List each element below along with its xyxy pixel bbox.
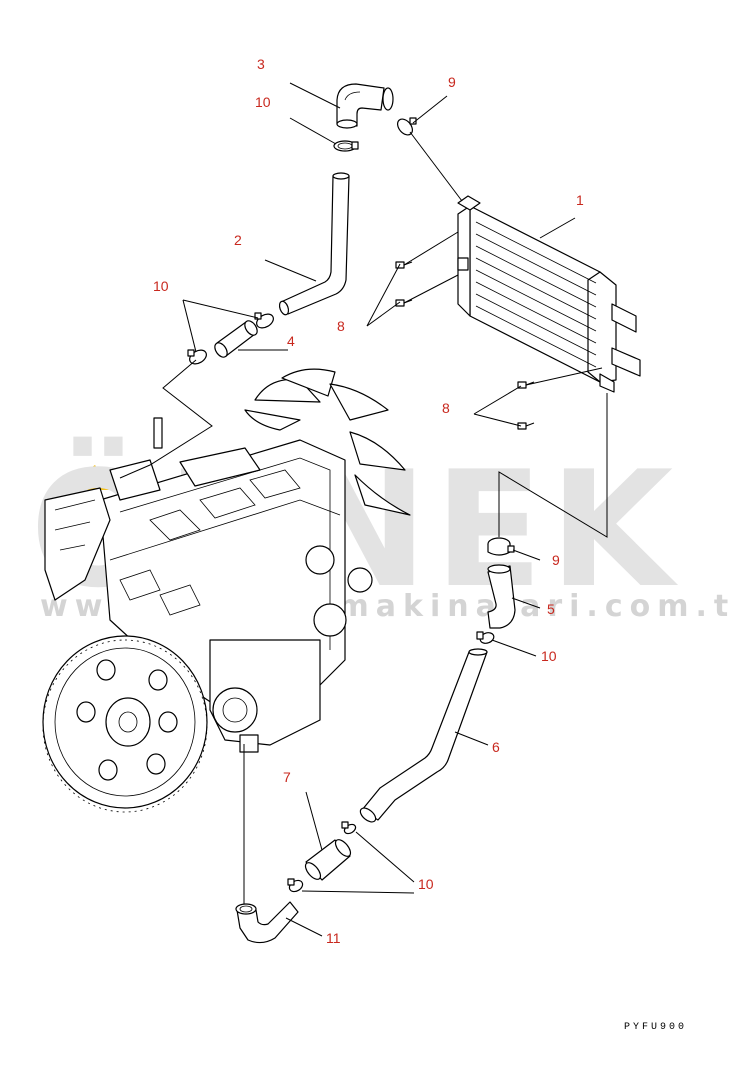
- watermark-logo-accent: [60, 465, 110, 490]
- callout-6: 6: [492, 739, 500, 755]
- callout-10-top: 10: [255, 94, 271, 110]
- callout-10-right: 10: [541, 648, 557, 664]
- callout-1: 1: [576, 192, 584, 208]
- callout-9-lower: 9: [552, 552, 560, 568]
- part-1-intercooler: [457, 195, 641, 393]
- callout-2: 2: [234, 232, 242, 248]
- part-4-short-hose: [214, 320, 258, 358]
- clamp-10-part4-bottom: [187, 349, 207, 365]
- part-2-upper-pipe: [278, 172, 350, 316]
- callout-3: 3: [257, 56, 265, 72]
- callout-9-upper: 9: [448, 74, 456, 90]
- drawing-code: PYFU900: [624, 1022, 687, 1033]
- part-11-lower-elbow: [235, 901, 299, 944]
- clamp-10-part4-top: [254, 312, 274, 329]
- leader-lines: [119, 82, 608, 937]
- callout-4: 4: [287, 333, 295, 349]
- callout-7: 7: [283, 769, 291, 785]
- clamp-10-part7: [287, 878, 304, 893]
- callout-8-lower: 8: [442, 400, 450, 416]
- part-6-lower-pipe: [359, 648, 488, 823]
- callout-10-bottom: 10: [418, 876, 434, 892]
- engine-assembly: [42, 368, 411, 813]
- callout-10-mid: 10: [153, 278, 169, 294]
- part-5-small-hose: [487, 564, 516, 629]
- callout-11: 11: [326, 930, 341, 946]
- bolt-8-d: [517, 422, 535, 430]
- part-3-upper-elbow-hose: [336, 83, 394, 129]
- callout-5: 5: [547, 601, 555, 617]
- clamp-9-lower: [487, 537, 515, 556]
- clamp-9-upper: [397, 117, 417, 136]
- clamp-10-upper: [333, 140, 359, 152]
- clamp-10-part6: [341, 821, 357, 835]
- callout-labels: 1 2 3 4 5 6 7 8 8 9 9 10 10 10 10 11: [153, 56, 584, 946]
- callout-8-upper: 8: [337, 318, 345, 334]
- part-7-short-hose: [304, 839, 352, 881]
- clamp-10-part5: [476, 631, 495, 644]
